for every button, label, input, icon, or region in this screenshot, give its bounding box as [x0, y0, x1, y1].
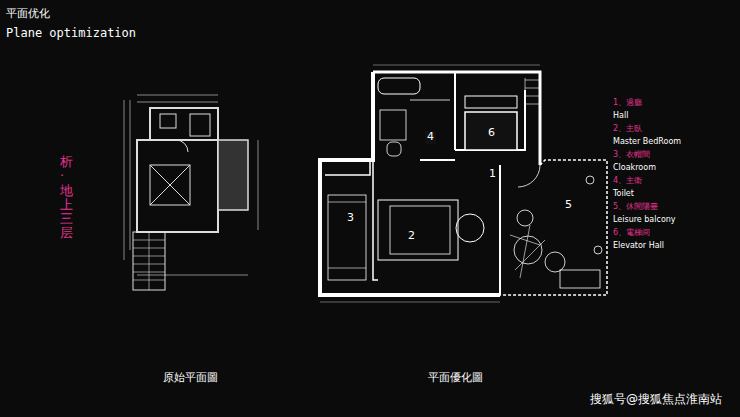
callout-number: 6: [486, 127, 497, 140]
callout-number: 5: [565, 199, 572, 212]
callout-number: 4: [425, 131, 436, 144]
callout-number: 3: [347, 212, 354, 225]
legend-line: 3、衣帽間: [613, 150, 650, 159]
side-heading: 析·地上三层: [60, 155, 73, 241]
legend-line: 4、主衛: [613, 176, 642, 185]
legend-line: 2、主臥: [613, 124, 642, 133]
page-title: 平面优化: [6, 8, 50, 21]
legend-line: Master BedRoom: [613, 137, 681, 146]
caption: 平面優化圖: [428, 372, 483, 385]
legend-line: Elevator Hall: [613, 241, 664, 250]
caption: 原始平面圖: [163, 372, 218, 385]
legend-line: 1、過廳: [613, 98, 642, 107]
legend-line: Leisure balcony: [613, 215, 676, 224]
legend-line: Cloakroom: [613, 163, 656, 172]
source-credit: 搜狐号@搜狐焦点淮南站: [590, 393, 722, 407]
legend-line: Hall: [613, 111, 628, 120]
callout-number: 1: [489, 168, 496, 181]
callout-number: 2: [408, 230, 415, 243]
subtitle: Plane optimization: [6, 27, 136, 41]
legend-line: Toilet: [613, 189, 634, 198]
legend-line: 6、電梯间: [613, 228, 650, 237]
legend-line: 5、休閒陽臺: [613, 202, 658, 211]
